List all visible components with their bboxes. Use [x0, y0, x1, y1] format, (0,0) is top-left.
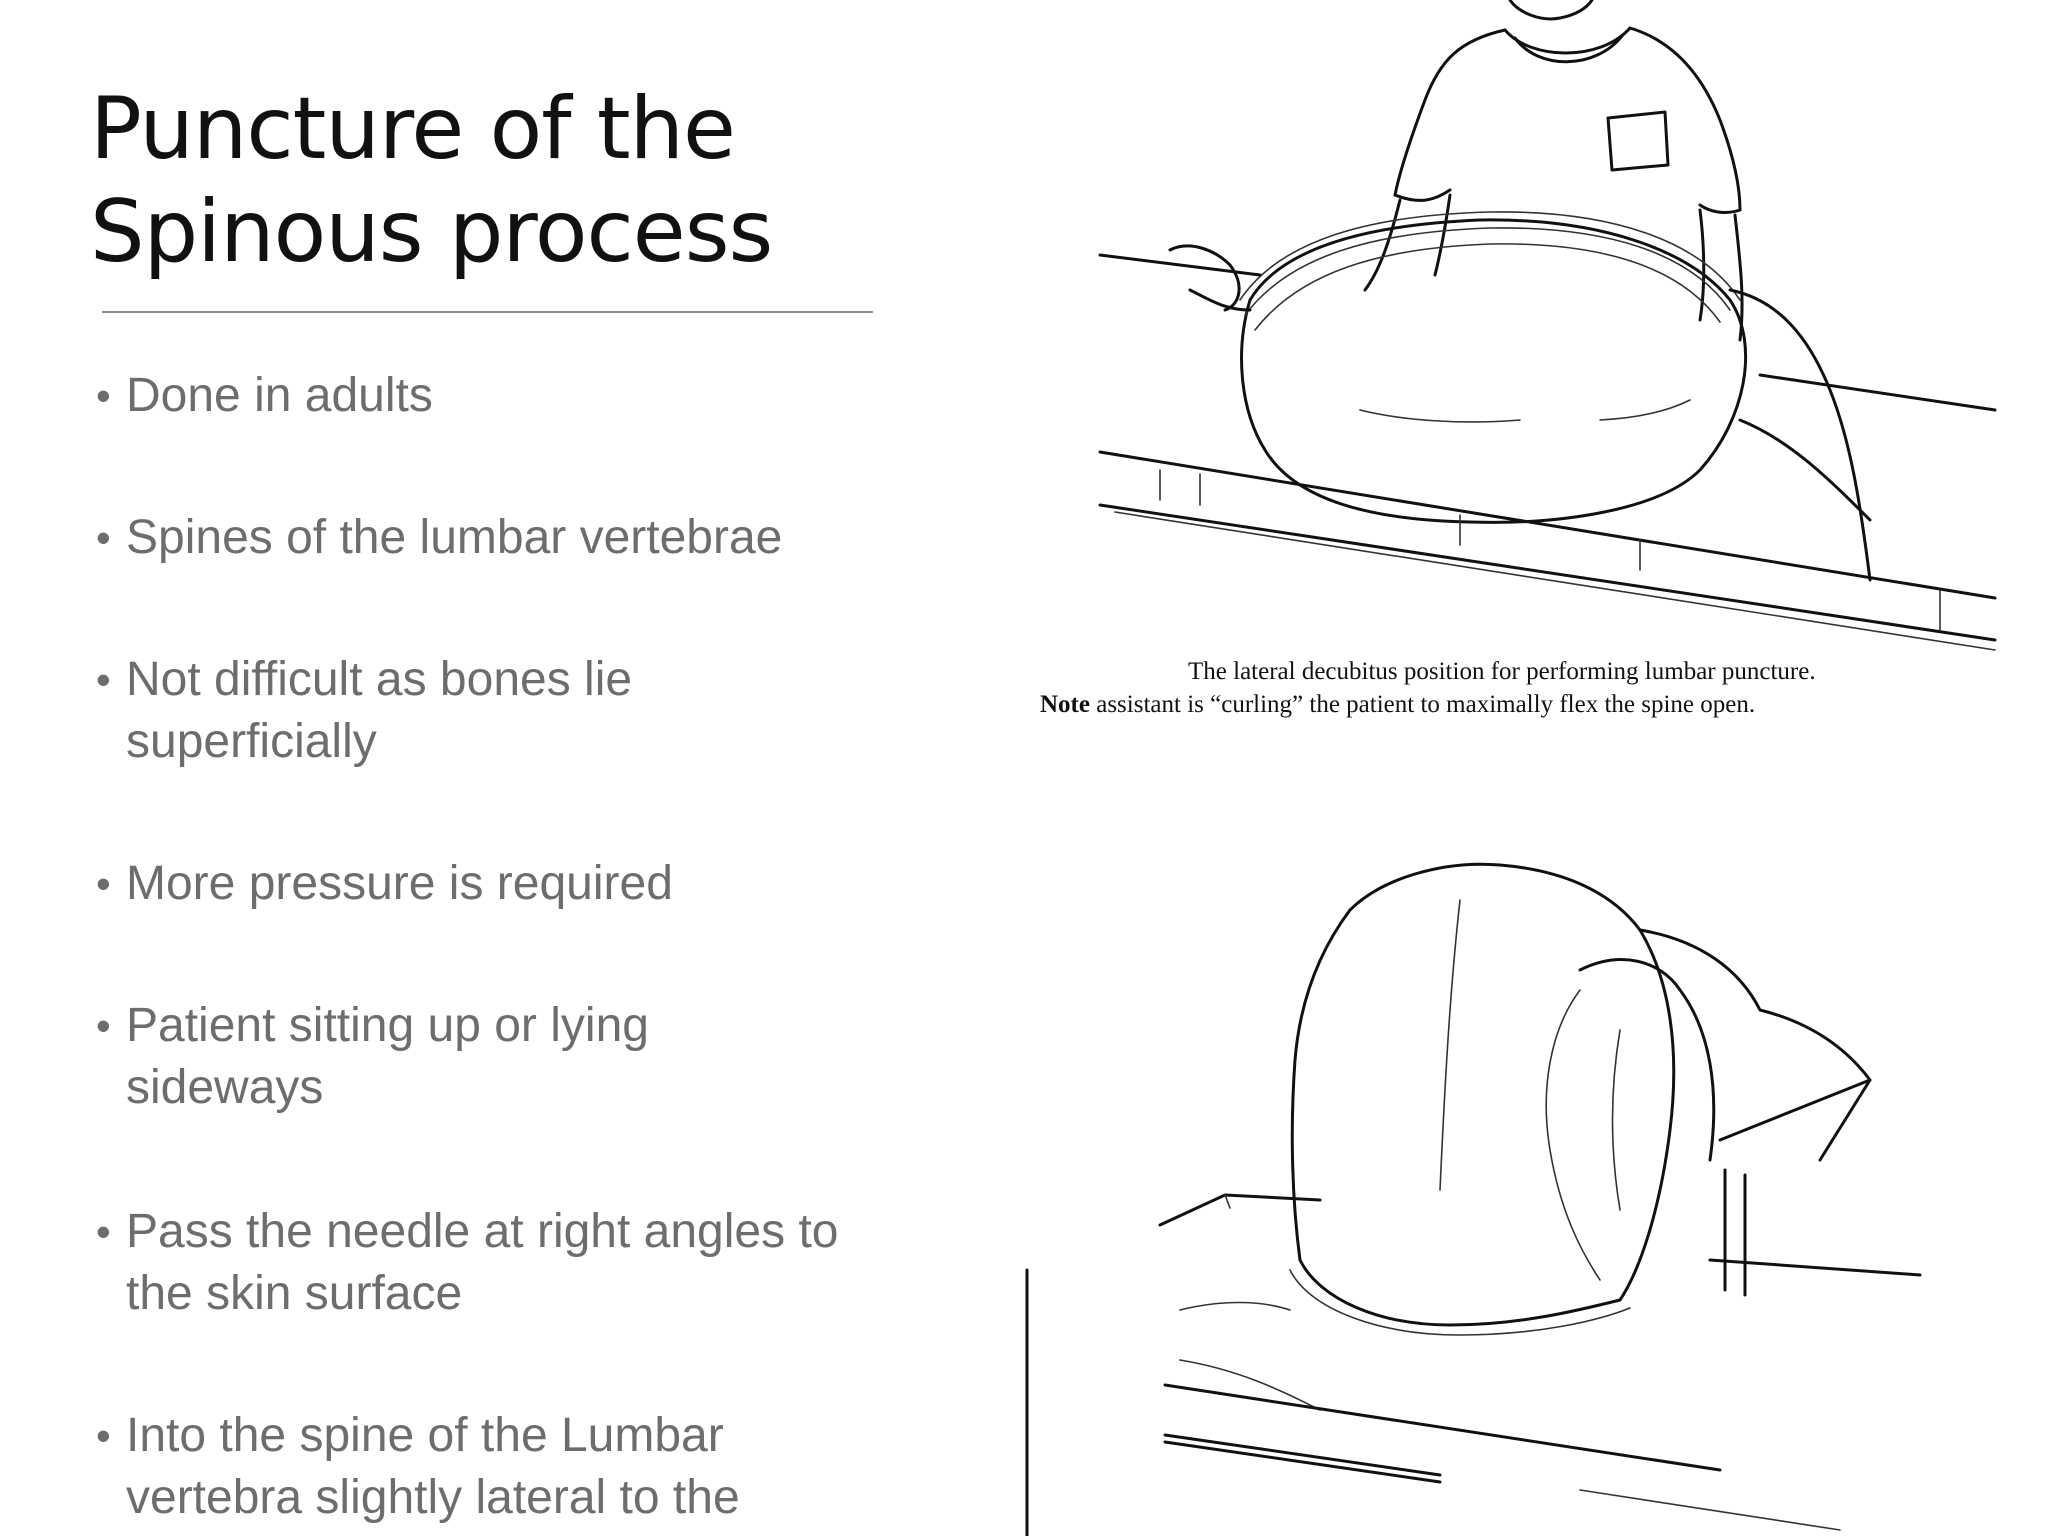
- bullet-item: • Into the spine of the Lumbar vertebra …: [96, 1405, 856, 1529]
- caption-line-2-text: assistant is “curling” the patient to ma…: [1096, 691, 1756, 718]
- bullet-text: More pressure is required: [126, 857, 673, 910]
- bullet-symbol: •: [96, 1208, 111, 1255]
- bullet-text: Into the spine of the Lumbar vertebra sl…: [126, 1409, 740, 1524]
- bullet-text: Pass the needle at right angles to the s…: [126, 1205, 839, 1320]
- lateral-decubitus-illustration: [1098, 0, 1997, 651]
- bullet-item: • Not difficult as bones lie superficial…: [96, 649, 816, 773]
- slide-title-line-2: Spinous process: [90, 182, 773, 282]
- bullet-symbol: •: [96, 860, 111, 907]
- bullet-item: • Patient sitting up or lying sideways: [96, 995, 816, 1119]
- bullet-symbol: •: [96, 656, 111, 703]
- bullet-symbol: •: [96, 1412, 111, 1459]
- figure-caption: The lateral decubitus position for perfo…: [1040, 655, 2030, 721]
- bullet-text: Spines of the lumbar vertebrae: [126, 511, 783, 564]
- bullet-symbol: •: [96, 372, 111, 419]
- caption-line-2: Note assistant is “curling” the patient …: [1040, 688, 2030, 721]
- bullet-text: Not difficult as bones lie superficially: [126, 653, 633, 768]
- sitting-position-illustration: [1025, 862, 1922, 1536]
- bullet-item: • Pass the needle at right angles to the…: [96, 1201, 886, 1325]
- bullet-item: • Done in adults: [96, 365, 896, 427]
- bullet-item: • Spines of the lumbar vertebrae: [96, 507, 896, 569]
- bullet-item: • More pressure is required: [96, 853, 896, 915]
- bullet-symbol: •: [96, 514, 111, 561]
- bullet-symbol: •: [96, 1002, 111, 1049]
- slide-title-line-1: Puncture of the: [90, 79, 736, 179]
- slide-title: Puncture of the Spinous process: [90, 78, 910, 284]
- caption-note-label: Note: [1040, 691, 1090, 718]
- bullet-text: Done in adults: [126, 369, 433, 422]
- caption-line-1: The lateral decubitus position for perfo…: [1188, 658, 1816, 685]
- title-divider: [102, 311, 873, 313]
- bullet-text: Patient sitting up or lying sideways: [126, 999, 649, 1114]
